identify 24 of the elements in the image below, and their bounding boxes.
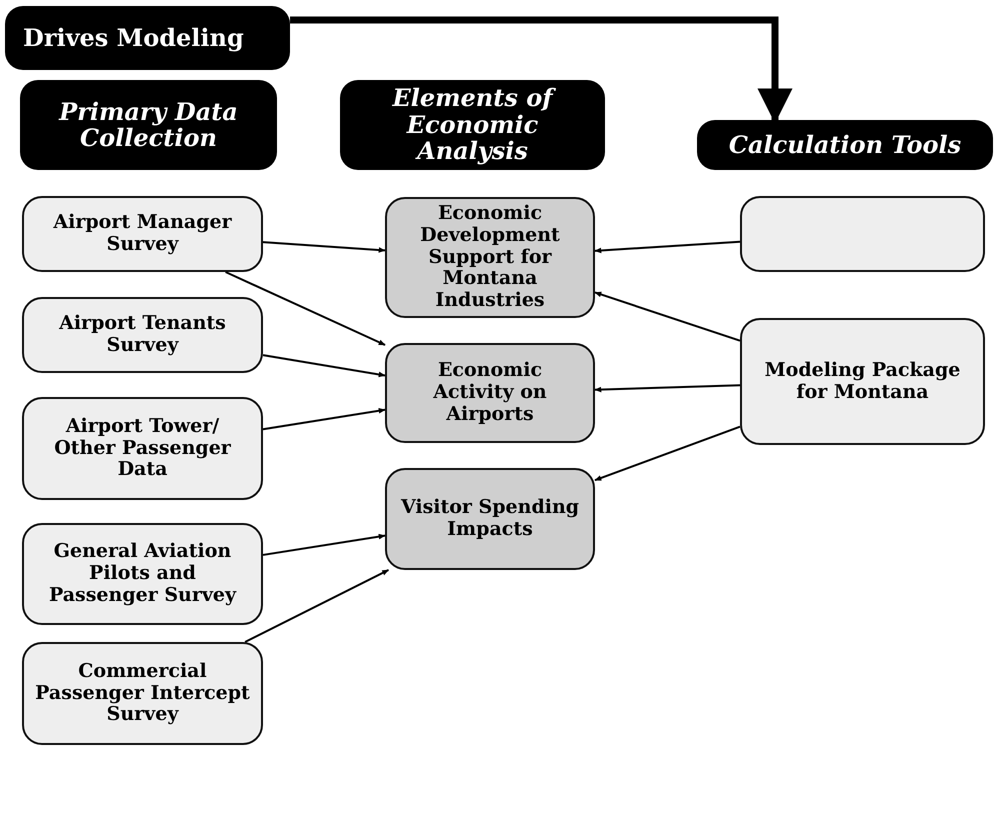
arrow <box>594 426 740 482</box>
arrow <box>225 271 386 346</box>
empty-box <box>740 196 985 272</box>
arrow <box>262 534 386 556</box>
header-box: Drives Modeling <box>5 6 290 70</box>
arrow <box>594 292 740 342</box>
input-box: Airport Tenants Survey <box>22 297 263 373</box>
analysis-box: Visitor Spending Impacts <box>385 468 595 570</box>
input-box: Airport Manager Survey <box>22 196 263 272</box>
arrow <box>262 408 386 430</box>
header-box: Elements of Economic Analysis <box>340 80 605 170</box>
input-box: Modeling Package for Montana <box>740 318 985 445</box>
arrow <box>244 569 390 643</box>
input-box: General Aviation Pilots and Passenger Survey <box>22 523 263 625</box>
input-box: Commercial Passenger Intercept Survey <box>22 642 263 745</box>
header-box: Primary Data Collection <box>20 80 277 170</box>
input-box: Airport Tower/ Other Passenger Data <box>22 397 263 500</box>
arrow <box>594 384 740 392</box>
analysis-box: Economic Activity on Airports <box>385 343 595 443</box>
analysis-box: Economic Development Support for Montana Industries <box>385 197 595 318</box>
arrow <box>594 240 740 254</box>
header-box: Calculation Tools <box>697 120 993 170</box>
arrow <box>262 354 386 378</box>
arrow <box>262 241 386 253</box>
